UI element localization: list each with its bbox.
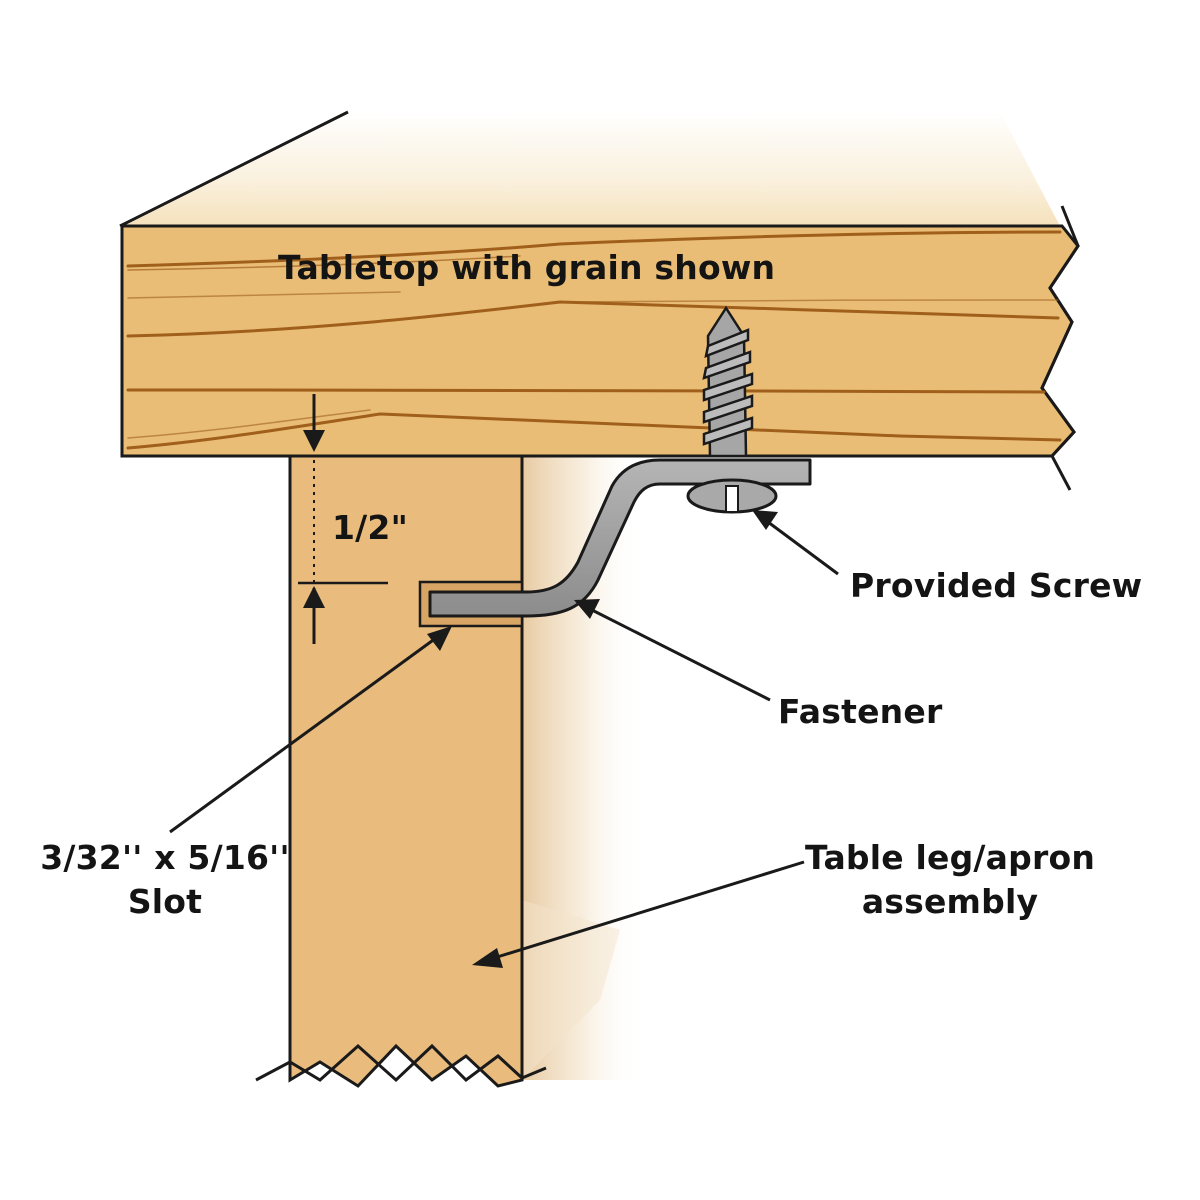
slot-label-line2: Slot — [127, 882, 203, 921]
screw-label: Provided Screw — [850, 566, 1143, 605]
leg-shadow-falloff — [522, 900, 620, 1080]
screw — [686, 305, 778, 514]
tabletop-top-surface — [122, 112, 1060, 226]
dimension-label: 1/2" — [332, 508, 408, 547]
tabletop-back-edge — [119, 110, 349, 228]
leg-break-line — [255, 1043, 547, 1083]
tabletop-break-line — [1040, 205, 1080, 491]
slot-label: 3/32'' x 5/16'' Slot — [20, 836, 310, 924]
screw-leader — [767, 520, 839, 576]
dimension-half-inch — [298, 394, 388, 644]
slot-leader — [169, 636, 437, 834]
wood-grain — [126, 230, 1062, 450]
leg-label: Table leg/apron assembly — [800, 836, 1100, 924]
slot-label-line1: 3/32'' x 5/16'' — [40, 838, 290, 877]
leg-label-line2: assembly — [861, 882, 1039, 921]
table-leg — [288, 454, 524, 1088]
leg-label-line1: Table leg/apron — [804, 838, 1096, 877]
leg-leader — [493, 860, 805, 960]
fastener-leader — [591, 608, 771, 702]
tabletop-label: Tabletop with grain shown — [278, 248, 776, 287]
fastener-label: Fastener — [778, 692, 943, 731]
leader-lines — [169, 510, 839, 968]
